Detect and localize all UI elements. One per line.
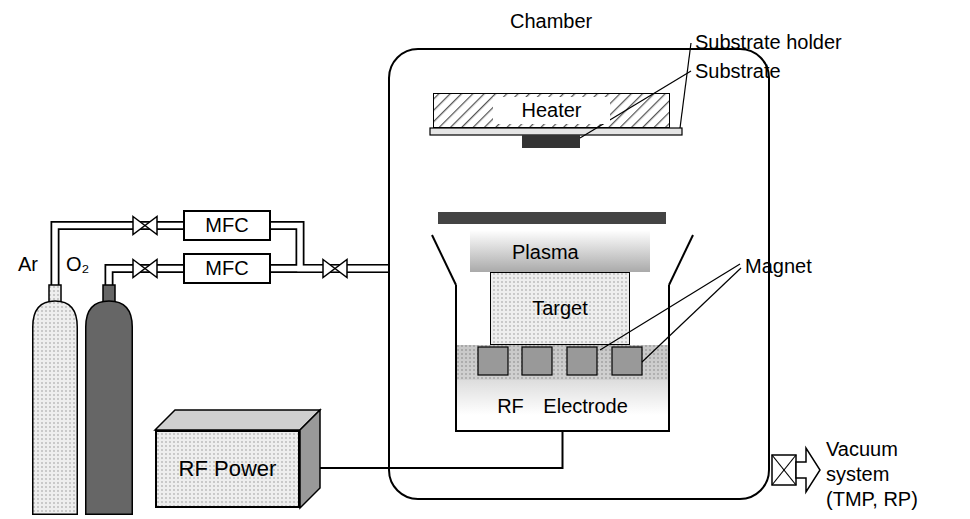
leader-line: [680, 43, 691, 128]
rf-cable: [320, 432, 563, 468]
rf-electrode: RF Electrode: [455, 285, 670, 432]
magnet: [612, 347, 642, 375]
substrate: [522, 135, 580, 148]
heater-hatching: [433, 93, 670, 128]
part-label: Substrate: [695, 59, 781, 83]
plasma-glow: [470, 230, 650, 272]
gas-cylinder: O₂: [85, 285, 133, 515]
shield-wing: [669, 235, 693, 285]
node-text: Heater: [493, 97, 609, 124]
gas-pipe: [109, 269, 183, 286]
gas-pipe: [271, 226, 389, 269]
sputter-target: Target: [490, 272, 630, 345]
node-text: Target: [532, 297, 588, 320]
gas-pipe-bore: [55, 226, 183, 286]
part-label: Vacuum system (TMP, RP): [826, 437, 931, 512]
node-text: MFC: [205, 214, 248, 237]
region-label: Plasma: [512, 240, 579, 264]
magnet: [567, 347, 597, 375]
magnet: [522, 347, 552, 375]
magnet: [478, 347, 508, 375]
node-text: Ar: [18, 253, 38, 276]
gas-pipe: [55, 226, 183, 286]
cylinder-body: [86, 301, 133, 514]
cylinder-body: [33, 301, 78, 514]
shield-wing: [432, 235, 456, 285]
node-text: O₂: [66, 253, 89, 276]
vacuum-valve-cross: [772, 455, 796, 485]
gas-pipe-bore: [109, 269, 183, 286]
vacuum-valve: [772, 455, 796, 485]
mass-flow-controller: MFC: [183, 253, 271, 284]
valve-symbol: [133, 217, 157, 235]
cylinder-outline: [32, 285, 78, 515]
shutter: [438, 212, 666, 224]
node-text: MFC: [205, 257, 248, 280]
leader-line: [600, 264, 740, 350]
valve-symbol: [133, 260, 157, 278]
part-label: Magnet: [745, 254, 812, 278]
gas-cylinder: Ar: [32, 285, 78, 515]
vacuum-chamber: ChamberHeaterTargetRF Electrode: [388, 48, 770, 500]
power-side-face: [300, 410, 320, 508]
gas-pipe-bore: [271, 226, 389, 269]
node-text: RF Electrode: [497, 395, 628, 418]
node-text: RF Power: [179, 456, 277, 481]
cylinder-outline: [85, 285, 133, 515]
leader-line: [642, 268, 741, 362]
heater-block: Heater: [433, 93, 670, 128]
power-front-face: [155, 430, 300, 508]
mass-flow-controller: MFC: [183, 210, 271, 241]
electrode-stipple: [457, 345, 668, 380]
valve-symbol: [323, 260, 347, 278]
part-label: Substrate holder: [695, 30, 842, 54]
vacuum-valve-cross: [772, 455, 796, 485]
node-text: Chamber: [510, 10, 592, 33]
rf-power-supply: RF Power: [155, 430, 300, 508]
substrate-holder: [430, 128, 682, 135]
exhaust-arrow: [796, 448, 820, 492]
power-top-face: [155, 410, 320, 430]
target-fill: [490, 272, 630, 345]
